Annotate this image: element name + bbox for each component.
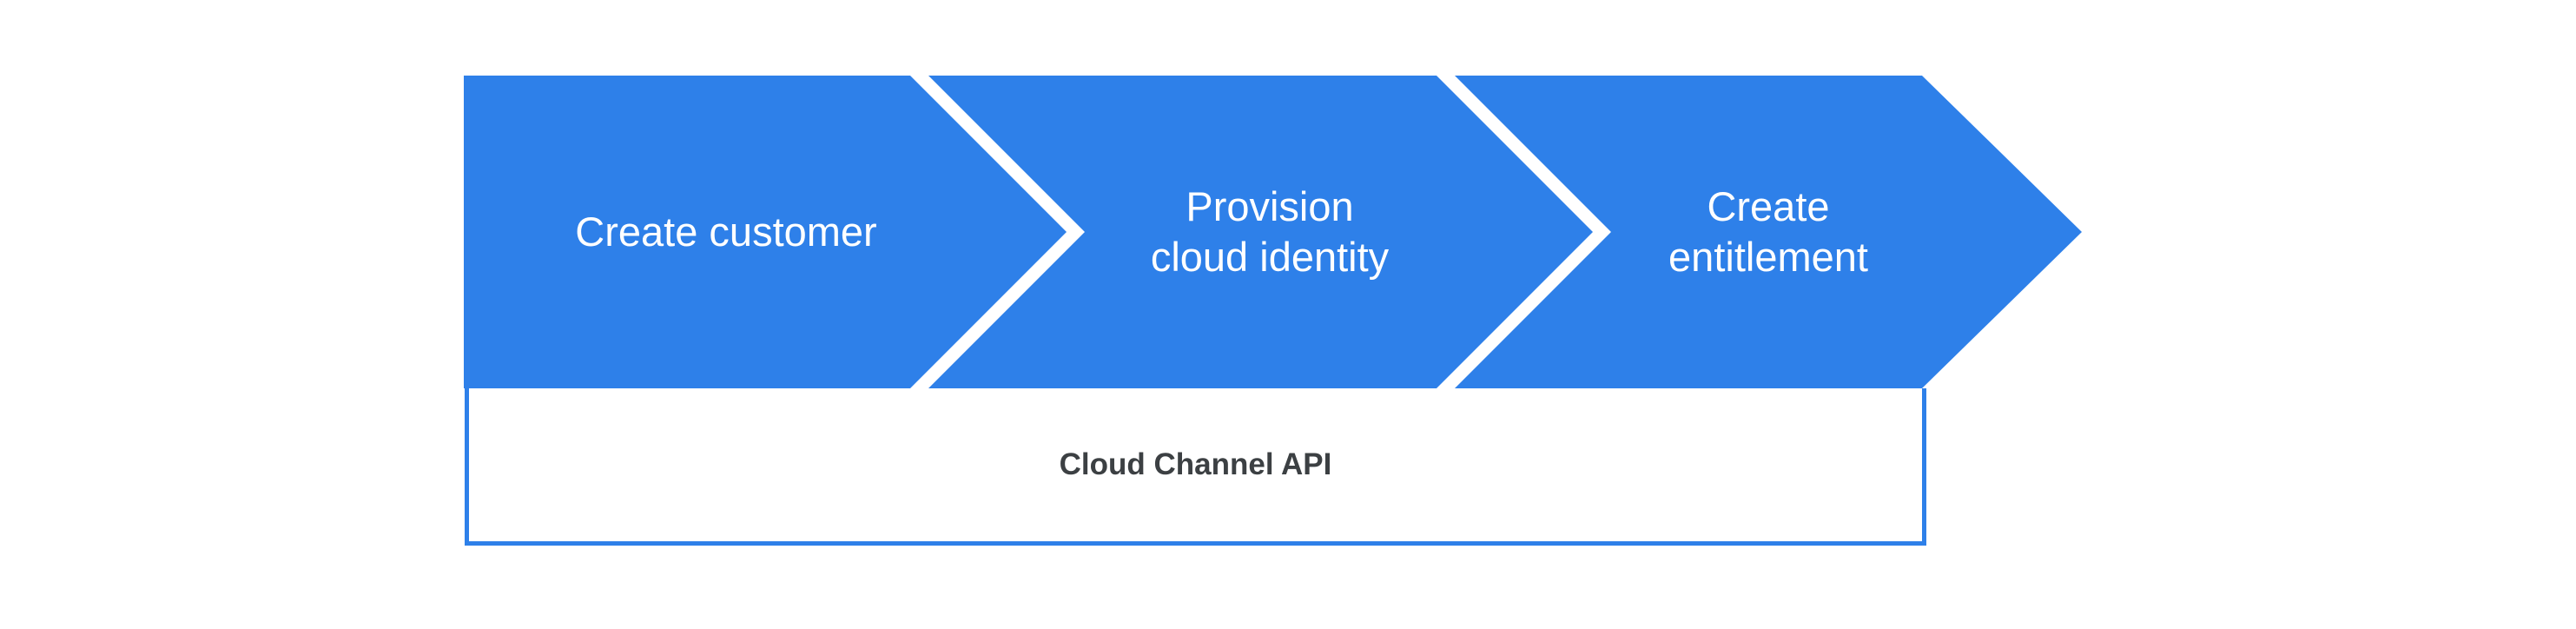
cloud-channel-api-bar: Cloud Channel API bbox=[465, 388, 1926, 546]
step-provision-cloud-identity: Provision cloud identity bbox=[928, 76, 1611, 388]
step-label-line: cloud identity bbox=[1150, 234, 1390, 280]
flow-arrow-shape bbox=[464, 76, 2082, 388]
step-label-line: Create customer bbox=[575, 209, 877, 255]
step-create-entitlement: Create entitlement bbox=[1455, 76, 2082, 388]
step-label-line: entitlement bbox=[1668, 234, 1868, 280]
step-label-line: Provision bbox=[1186, 183, 1354, 229]
step-label-line: Create bbox=[1707, 183, 1830, 229]
step-create-customer: Create customer bbox=[464, 76, 988, 388]
api-bar-label: Cloud Channel API bbox=[1059, 447, 1332, 481]
